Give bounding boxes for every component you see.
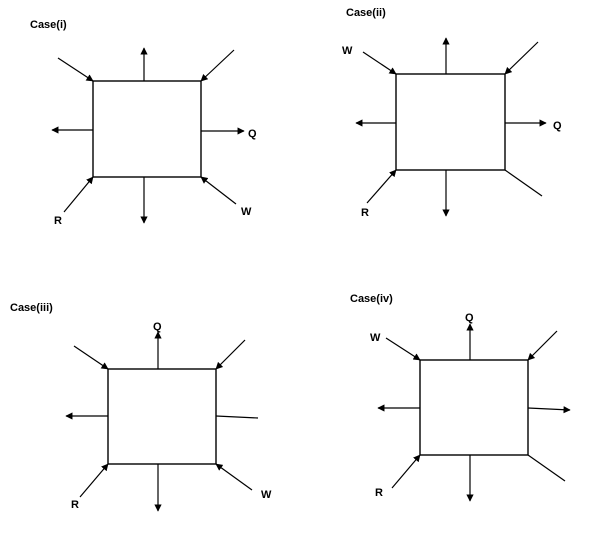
case-ii-panel: Case(ii) W Q R [342, 7, 562, 219]
case-ii-label-w: W [342, 45, 353, 57]
case-ii-arrow-in-bottom-left-r [366, 169, 397, 204]
case-i-arrow-in-top-right [200, 49, 235, 82]
case-iii-arrow-in-top-left [73, 345, 109, 370]
case-iv-title: Case(iv) [350, 293, 393, 305]
case-iv-arrow-in-top-left-w [385, 337, 421, 361]
case-i-label-w: W [241, 206, 252, 218]
case-i-title: Case(i) [30, 19, 67, 31]
case-i-arrow-in-bottom-left-r [63, 176, 94, 213]
case-i-arrow-in-bottom-right-w [200, 176, 237, 205]
case-iv-arrow-out-right [527, 406, 571, 414]
case-iv-arrow-in-top-right [527, 330, 558, 361]
case-iii-arrow-in-top-right [215, 339, 246, 370]
case-iii-box [107, 368, 217, 465]
case-i-panel: Case(i) Q W R [30, 19, 257, 227]
case-iv-label-q: Q [465, 312, 474, 324]
case-iv-label-r: R [375, 487, 383, 499]
case-ii-arrow-in-top-left-w [362, 51, 397, 75]
case-ii-label-q: Q [553, 120, 562, 132]
case-ii-arrow-bottom-right [504, 169, 543, 197]
case-iii-label-r: R [71, 499, 79, 511]
case-iv-label-w: W [370, 332, 381, 344]
case-iv-panel: Case(iv) Q W R [350, 293, 571, 502]
case-iv-box [419, 359, 529, 456]
case-i-box [92, 80, 202, 178]
case-iv-arrow-in-bottom-left-r [391, 454, 421, 489]
case-iv-arrow-bottom-right [527, 454, 566, 482]
case-iii-title: Case(iii) [10, 302, 53, 314]
case-ii-title: Case(ii) [346, 7, 386, 19]
case-i-label-q: Q [248, 128, 257, 140]
case-iii-arrow-right [215, 415, 259, 419]
case-ii-label-r: R [361, 207, 369, 219]
case-i-arrow-in-top-left [57, 57, 94, 82]
case-i-label-r: R [54, 215, 62, 227]
case-ii-box [395, 73, 506, 171]
case-iii-panel: Case(iii) Q W R [10, 302, 272, 512]
case-iii-label-w: W [261, 489, 272, 501]
case-iii-arrow-in-bottom-right-w [215, 463, 253, 491]
case-iii-arrow-in-bottom-left-r [79, 463, 109, 498]
case-iii-label-q: Q [153, 321, 162, 333]
case-ii-arrow-in-top-right [504, 41, 539, 75]
